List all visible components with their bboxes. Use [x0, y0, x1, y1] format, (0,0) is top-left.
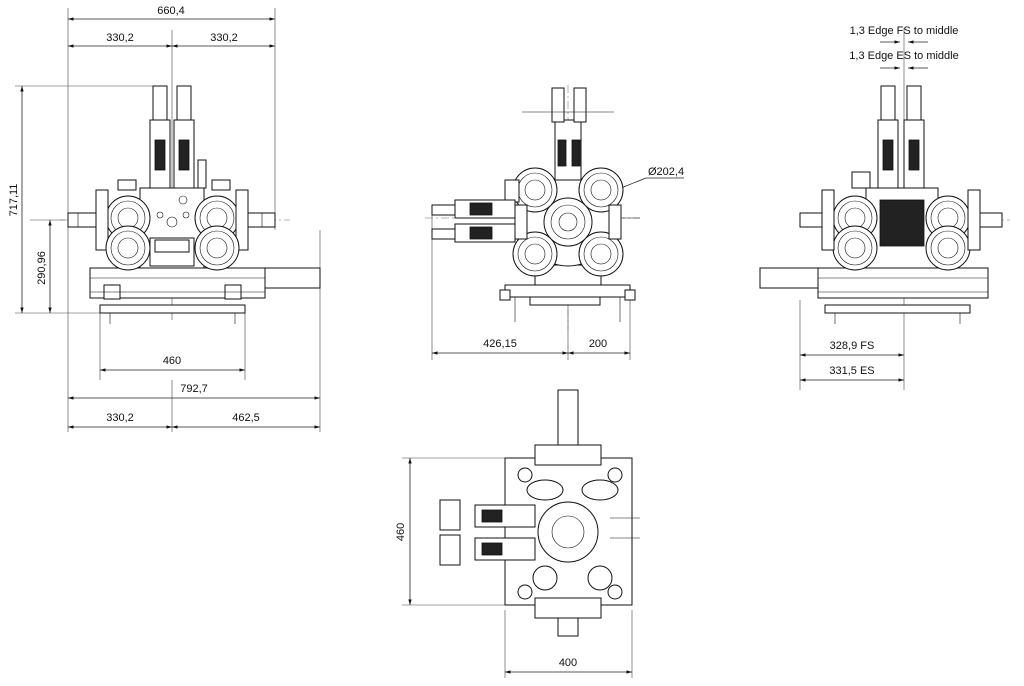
rear-machine: [759, 85, 1010, 324]
side-machine: [425, 85, 640, 330]
dim-flange-diameter: Ø202,4: [648, 166, 684, 178]
rear-view: 1,3 Edge FS to middle 1,3 Edge ES to mid…: [759, 25, 1010, 390]
top-machine: [439, 389, 640, 637]
dim-left-offset-bottom: 330,2: [106, 412, 134, 424]
dim-top-width: 400: [559, 657, 577, 669]
dim-top-height: 460: [395, 523, 407, 541]
dim-base-width: 460: [163, 355, 181, 367]
top-view: 460 400: [395, 389, 640, 678]
dim-half-right-top: 330,2: [210, 32, 238, 44]
dim-overall-bottom: 792,7: [180, 383, 208, 395]
dim-rear-fs: 328,9 FS: [830, 340, 875, 352]
front-machine: [60, 85, 321, 324]
dim-height-base: 290,96: [36, 251, 48, 285]
dim-height-total: 717,11: [8, 184, 20, 217]
side-view: 426,15 200 Ø202,4: [425, 85, 684, 360]
dim-side-right: 200: [589, 338, 607, 350]
dim-right-offset-bottom: 462,5: [232, 412, 260, 424]
dim-side-left: 426,15: [483, 338, 517, 350]
front-view: 660,4 330,2 330,2 717,11 290,96 460 792,…: [8, 5, 321, 432]
dim-overall-top: 660,4: [157, 5, 185, 17]
dim-half-left-top: 330,2: [106, 32, 134, 44]
dim-rear-es: 331,5 ES: [829, 365, 874, 377]
